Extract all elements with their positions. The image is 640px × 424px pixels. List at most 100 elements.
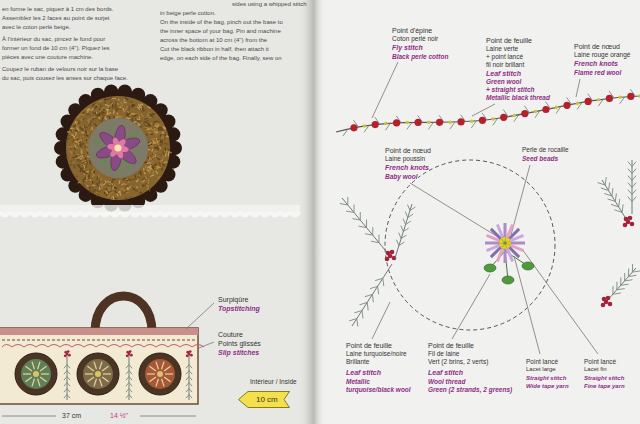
illustration-part: [152, 160, 154, 161]
illustration-part: [115, 103, 117, 107]
body-text: edge, on each side of the bag. Finally, …: [160, 55, 282, 62]
illustration-part: [585, 98, 592, 105]
illustration-part: [81, 167, 84, 168]
illustration-part: [147, 162, 151, 164]
illustration-part: [372, 227, 373, 235]
illustration-part: [168, 152, 170, 157]
illustration-part: [131, 113, 135, 115]
illustration-part: [624, 217, 629, 222]
illustration-part: [83, 118, 85, 120]
illustration-part: [154, 164, 157, 166]
illustration-part: [77, 165, 80, 168]
illustration-part: [630, 222, 635, 227]
illustration-part: [33, 371, 39, 377]
illustration-part: [628, 197, 632, 202]
illustration-part: [75, 121, 76, 124]
illustration-part: [120, 105, 123, 106]
illustration-part: [99, 180, 101, 184]
illustration-part: [504, 223, 507, 237]
illustration-part: [152, 138, 156, 139]
illustration-part: [102, 117, 103, 121]
stitch-translation: + straight stitch: [486, 86, 535, 93]
illustration-part: [186, 394, 189, 398]
illustration-part: [632, 271, 640, 272]
illustration-part: [365, 234, 373, 235]
illustration-part: [555, 106, 559, 110]
illustration-part: [101, 184, 105, 187]
illustration-part: [156, 168, 158, 169]
illustration-part: [370, 286, 378, 288]
illustration-part: [126, 351, 129, 354]
illustration-part: [160, 140, 162, 143]
illustration-part: [403, 219, 405, 225]
illustration-part: [140, 171, 142, 176]
illustration-part: [97, 194, 99, 196]
stitch-name: Laine verte: [486, 45, 518, 52]
illustration-part: [378, 235, 379, 243]
illustration-part: [401, 226, 403, 232]
illustration-part: [522, 262, 534, 270]
illustration-part: [140, 109, 142, 111]
illustration-part: [371, 241, 379, 242]
illustration-part: [138, 176, 140, 179]
illustration-part: [189, 371, 192, 375]
illustration-part: [500, 114, 507, 121]
illustration-part: [70, 136, 72, 138]
illustration-part: [156, 362, 158, 370]
illustration-part: [80, 143, 84, 144]
illustration-part: [0, 212, 300, 217]
stitch-name: + point lancé: [486, 53, 523, 60]
body-text: Assemblez les 2 faces au point de surjet: [2, 15, 109, 22]
illustration-part: [148, 179, 150, 183]
illustration-part: [479, 117, 486, 124]
illustration-part: [142, 177, 145, 181]
illustration-part: [105, 118, 107, 119]
illustration-part: [32, 362, 34, 370]
illustration-part: [67, 389, 70, 393]
body-text: former un fond de 10 cm (4"). Piquez les: [2, 45, 110, 52]
illustration-part: [67, 383, 70, 387]
stitch-name: Point de nœud: [574, 43, 620, 51]
illustration-part: [154, 128, 158, 131]
illustration-part: [367, 302, 368, 310]
illustration-part: [132, 104, 135, 106]
illustration-part: [41, 373, 49, 374]
illustration-part: [150, 157, 152, 159]
illustration-part: [497, 225, 502, 238]
illustration-part: [100, 188, 102, 191]
illustration-part: [113, 196, 115, 200]
illustration-part: [153, 166, 155, 169]
illustration-part: [106, 109, 110, 111]
illustration-part: [157, 139, 161, 140]
illustration-part: [162, 362, 164, 370]
illustration-part: [608, 302, 613, 307]
illustration-part: [186, 383, 189, 387]
illustration-part: [162, 165, 165, 167]
illustration-part: [107, 191, 109, 194]
body-text: sides using a whipped stitch: [232, 1, 307, 8]
illustration-part: [87, 366, 93, 371]
stitch-name: Laine rouge orangé: [574, 51, 630, 58]
illustration-part: [142, 106, 143, 111]
illustration-part: [484, 264, 496, 272]
illustration-part: [129, 365, 132, 369]
illustration-part: [156, 379, 158, 387]
illustration-part: [623, 223, 628, 228]
illustration-part: [342, 198, 390, 256]
illustration-part: [120, 102, 123, 105]
illustration-part: [0, 328, 198, 404]
illustration-part: [619, 199, 620, 207]
illustration-part: [124, 99, 125, 101]
illustration-part: [107, 181, 111, 182]
illustration-part: [125, 106, 127, 110]
stitch-translation: Green (2 strands, 2 greens): [428, 386, 512, 393]
illustration-part: [372, 62, 398, 118]
illustration-part: [106, 191, 108, 194]
stitch-translation: Wide tape yarn: [526, 383, 569, 390]
illustration-part: [95, 296, 152, 332]
illustration-part: [126, 394, 129, 398]
illustration-part: [107, 116, 111, 118]
illustration-part: [132, 115, 133, 117]
illustration-part: [126, 389, 129, 393]
illustration-part: [134, 175, 136, 177]
